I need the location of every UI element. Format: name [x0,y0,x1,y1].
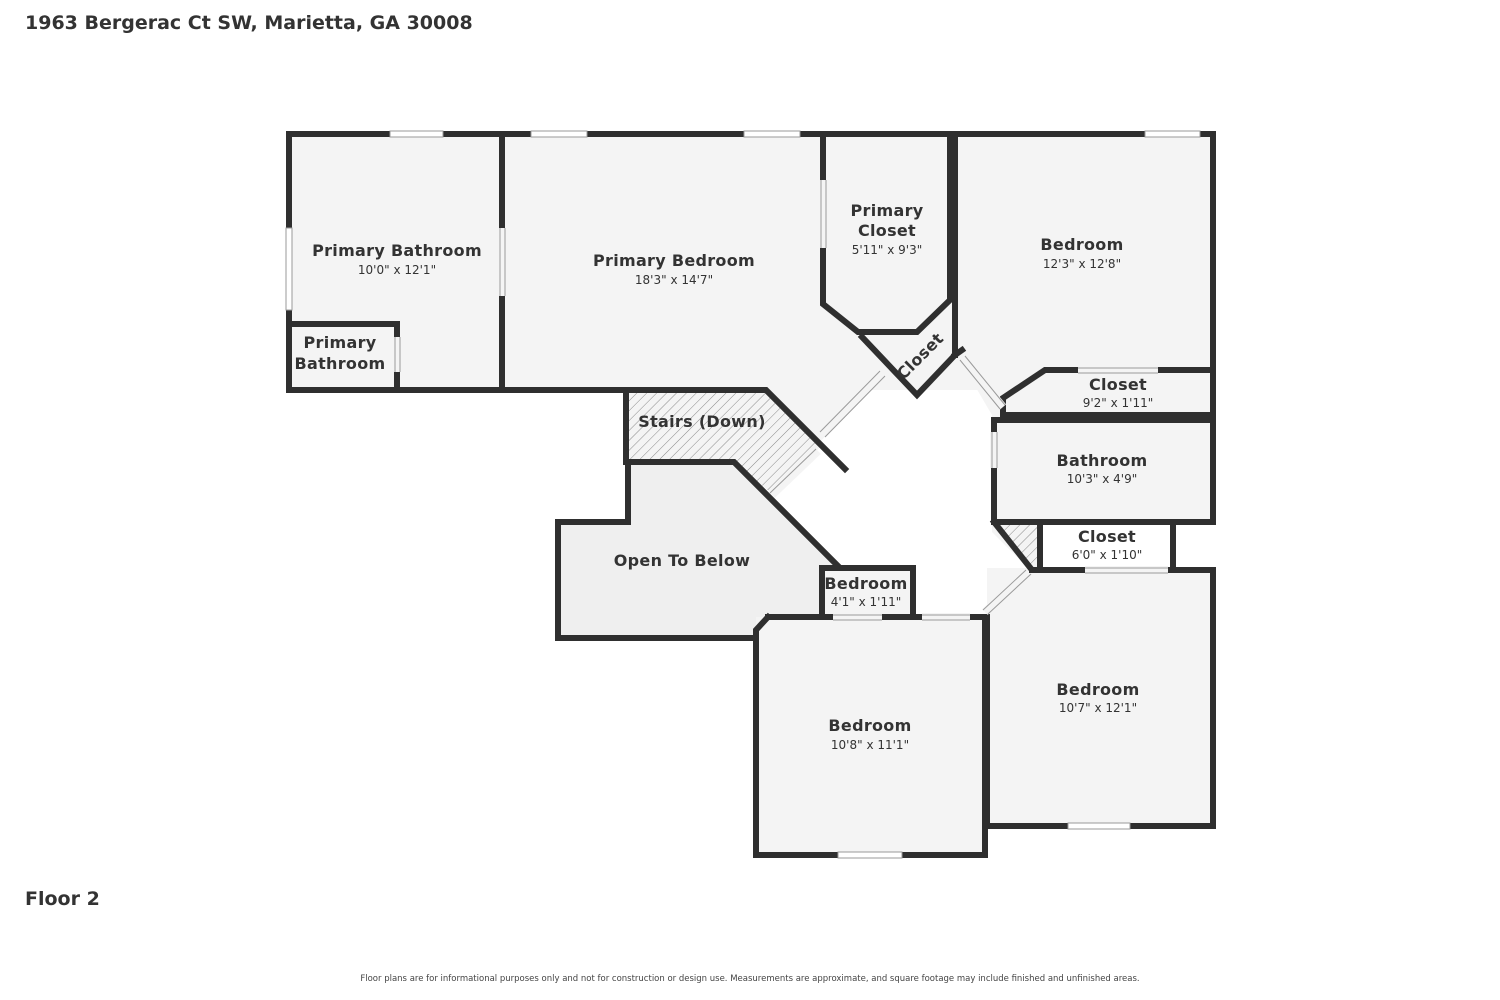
room-dimensions: 4'1" x 1'11" [831,595,902,609]
property-address: 1963 Bergerac Ct SW, Marietta, GA 30008 [25,12,473,34]
room-name: Primary [304,333,377,352]
room-name: Bedroom [1056,680,1139,699]
room-name: Bedroom [824,574,907,593]
room-dimensions: 10'8" x 11'1" [831,738,909,752]
room-name: Bathroom [295,354,386,373]
room-name: Open To Below [614,551,750,570]
room-dimensions: 9'2" x 1'11" [1083,396,1154,410]
room-name: Bathroom [1057,451,1148,470]
room-name: Stairs (Down) [638,412,765,431]
door-openings [393,180,1168,621]
room-name: Bedroom [828,716,911,735]
room-dimensions: 5'11" x 9'3" [852,243,923,257]
room-name: Primary Bathroom [312,241,482,260]
floor-label: Floor 2 [25,888,100,910]
room-dimensions: 10'0" x 12'1" [358,263,436,277]
room-name: Closet [858,221,916,240]
disclaimer-text: Floor plans are for informational purpos… [360,974,1140,984]
room-dimensions: 18'3" x 14'7" [635,273,713,287]
floor-fills [289,134,1213,855]
room-dimensions: 10'3" x 4'9" [1067,472,1138,486]
room-name: Primary [851,201,924,220]
windows [285,130,1201,859]
room-name: Closet [1089,375,1147,394]
room-dimensions: 12'3" x 12'8" [1043,257,1121,271]
room-name: Primary Bedroom [593,251,755,270]
stairs-hatch [628,393,820,492]
room-dimensions: 10'7" x 12'1" [1059,701,1137,715]
room-name: Bedroom [1040,235,1123,254]
room-name: Closet [1078,527,1136,546]
room-dimensions: 6'0" x 1'10" [1072,548,1143,562]
